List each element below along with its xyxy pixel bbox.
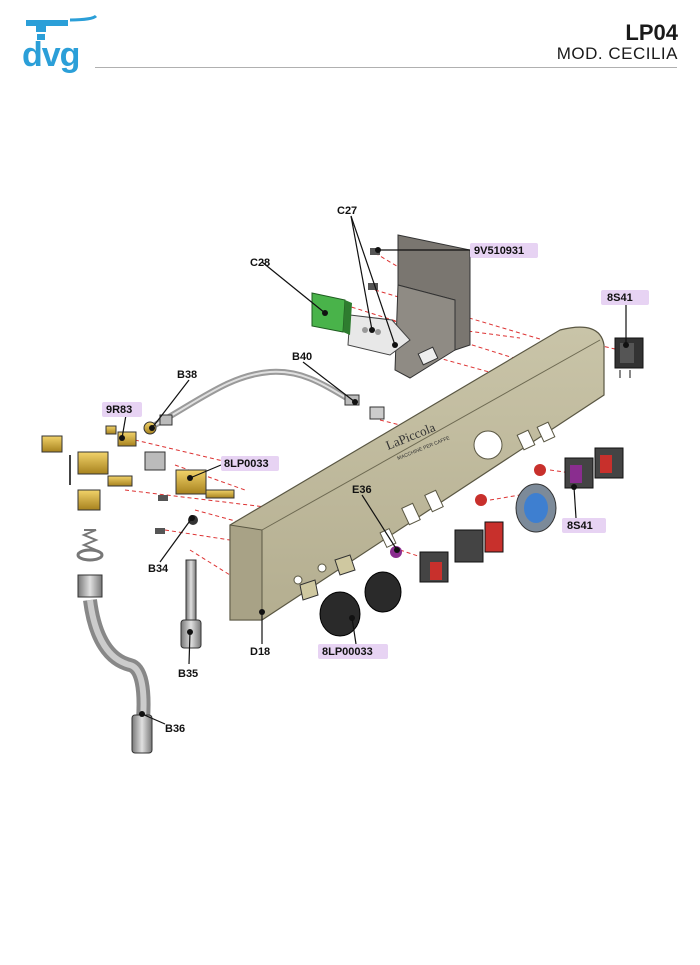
- label-c27: C27: [337, 205, 357, 217]
- front-panel: LaPiccola MACCHINE PER CAFFE: [229, 326, 605, 621]
- label-8lp00033: 8LP00033: [322, 646, 373, 658]
- label-d18: D18: [250, 646, 270, 658]
- model-name: MOD. CECILIA: [556, 44, 678, 63]
- label-b35: B35: [178, 668, 198, 680]
- dvg-logo: dvg: [22, 14, 102, 84]
- rocker-switch-8s41-top: [614, 337, 644, 378]
- faucet-icon: [26, 14, 98, 40]
- label-8s41-right: 8S41: [567, 520, 593, 532]
- tube-b35: [180, 515, 202, 649]
- label-9r83: 9R83: [106, 404, 132, 416]
- label-e36: E36: [352, 484, 372, 496]
- callout-dots: [119, 247, 629, 717]
- label-b34: B34: [148, 563, 169, 575]
- label-b40: B40: [292, 351, 312, 363]
- screw-icon: [370, 248, 380, 255]
- label-b36: B36: [165, 723, 185, 735]
- hose-b38: [143, 368, 385, 435]
- valve-assembly-left: [41, 425, 166, 487]
- panel-controls: [299, 447, 624, 637]
- header-divider: [95, 67, 677, 68]
- circuit-card-c28: [311, 292, 352, 335]
- model-code: LP04: [625, 20, 678, 45]
- pipe-b36: [76, 489, 153, 754]
- label-c28: C28: [250, 257, 270, 269]
- label-8s41-top: 8S41: [607, 292, 633, 304]
- leader-lines: [121, 215, 627, 725]
- label-9v510931: 9V510931: [474, 245, 524, 257]
- label-b38: B38: [177, 369, 197, 381]
- mounting-bracket: [368, 234, 471, 379]
- label-8lp0033: 8LP0033: [224, 458, 269, 470]
- logo-text: dvg: [22, 36, 80, 74]
- callout-highlights: [102, 243, 649, 659]
- screw-icon: [368, 283, 378, 290]
